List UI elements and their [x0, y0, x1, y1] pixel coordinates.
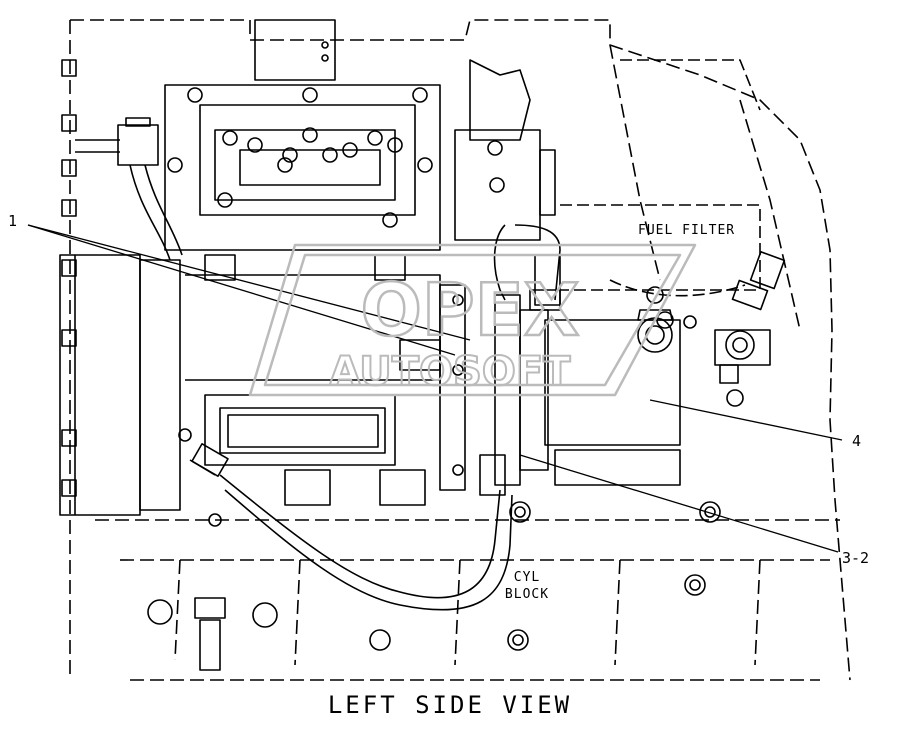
- compressor-head: [164, 19, 441, 281]
- flywheel-housing: [59, 59, 181, 516]
- fuel-filter-housing: [560, 59, 761, 297]
- view-title: LEFT SIDE VIEW: [328, 691, 572, 719]
- callout-1: 1: [8, 212, 17, 230]
- callout-4: 4: [852, 432, 861, 450]
- watermark-line2: AUTOSOFT: [330, 349, 572, 395]
- fuel-line-top: [75, 117, 183, 261]
- compressor-body: [185, 274, 441, 506]
- oil-line-hose: [189, 443, 513, 611]
- fuel-pump-bracket: [454, 59, 561, 311]
- block-bolts: [147, 389, 744, 671]
- watermark-line1: OPEX: [361, 268, 580, 352]
- cyl-block-label-line1: CYL: [514, 570, 540, 585]
- callout-leaders: [27, 224, 843, 553]
- fuel-filter-label: FUEL FILTER: [638, 223, 735, 238]
- cyl-block-label-line2: BLOCK: [505, 587, 549, 602]
- watermark-badge: [248, 243, 697, 397]
- callout-3-2: 3-2: [842, 549, 869, 567]
- pressure-sensor-fitting: [646, 251, 786, 384]
